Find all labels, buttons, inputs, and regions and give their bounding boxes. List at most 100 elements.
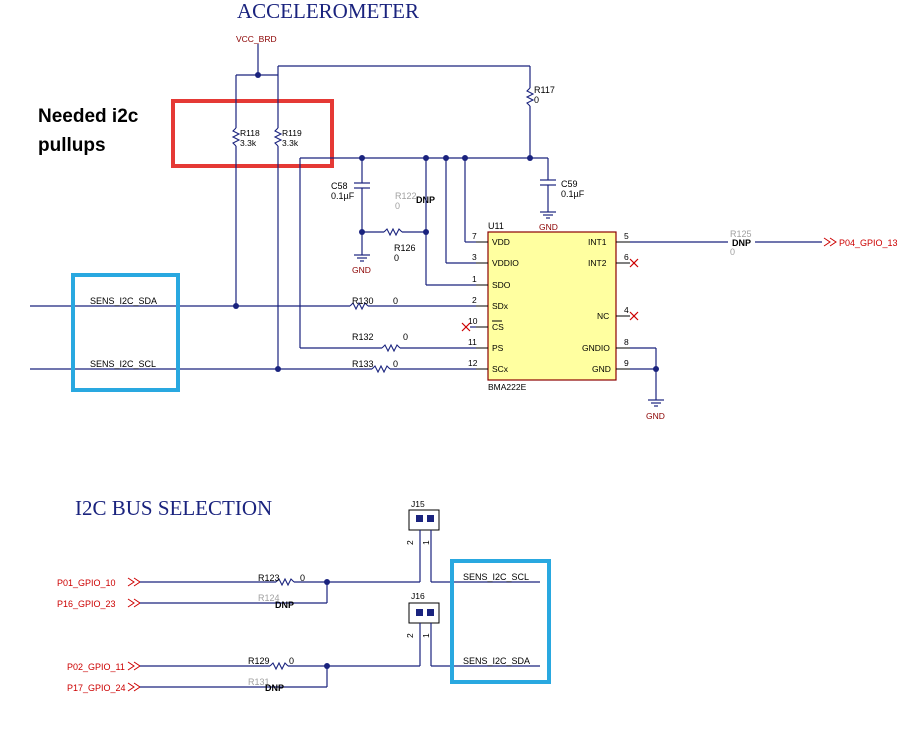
pin-name: SDx [492, 301, 509, 311]
r126-value: 0 [394, 253, 399, 263]
j16-pin1-label: 1 [421, 633, 431, 638]
j16-ref: J16 [411, 591, 425, 601]
j16-header [408, 602, 440, 624]
r133-value: 0 [393, 359, 398, 369]
net-label-sda: SENS_I2C_SDA [90, 296, 157, 306]
r132-value: 0 [403, 332, 408, 342]
r129-ref: R129 [248, 656, 270, 666]
pin-number: 9 [624, 358, 629, 368]
port-p04-gpio-13: P04_GPIO_13 [839, 238, 898, 248]
port-p17-gpio-24: P17_GPIO_24 [67, 683, 126, 693]
pin-number: 8 [624, 337, 629, 347]
gnd-label: GND [352, 265, 371, 275]
port-p16-gpio-23: P16_GPIO_23 [57, 599, 116, 609]
ground-symbol [647, 399, 665, 407]
r131-ref: R131 [248, 677, 270, 687]
r129-resistor [269, 662, 289, 670]
j16-pin2-label: 2 [405, 633, 415, 638]
r124-dnp-label: DNP [275, 600, 294, 610]
junction-dot [255, 72, 261, 78]
r117-resistor [526, 87, 534, 107]
r118-value: 3.3k [240, 138, 257, 148]
left-pins: 7 VDD 3 VDDIO 1 SDO 2 SDx 10 CS 11 PS 12… [468, 231, 519, 374]
r130-value: 0 [393, 296, 398, 306]
net-label-sda-bottom: SENS_I2C_SDA [463, 656, 530, 666]
port-arrow-icon [127, 682, 135, 692]
net-labels-highlight-box [71, 273, 180, 392]
r117-ref: R117 [534, 85, 555, 95]
r133-resistor [371, 365, 391, 373]
pin-number: 1 [472, 274, 477, 284]
port-arrow-icon [823, 237, 831, 247]
pin-name: VDDIO [492, 258, 519, 268]
pin-name: SDO [492, 280, 511, 290]
r118-resistor [232, 127, 240, 147]
r125-ref: R125 [730, 229, 752, 239]
gnd-label: GND [539, 222, 558, 232]
ground-symbol [353, 254, 371, 262]
r130-ref: R130 [352, 296, 374, 306]
junction-dot [275, 366, 281, 372]
r119-resistor [274, 127, 282, 147]
r122-ref: R122 [395, 191, 417, 201]
pin-number: 2 [472, 295, 477, 305]
u11-ref: U11 [488, 221, 504, 231]
i2c-bus-selection-title: I2C BUS SELECTION [75, 496, 272, 520]
accelerometer-title: ACCELEROMETER [237, 0, 419, 23]
j15-pin-2 [416, 515, 423, 522]
gnd-label: GND [646, 411, 665, 421]
j15-header [408, 509, 440, 531]
junction-dot [653, 366, 659, 372]
c58-value: 0.1µF [331, 191, 355, 201]
port-arrow-icon [127, 577, 135, 587]
r123-value: 0 [300, 573, 305, 583]
pin-name: PS [492, 343, 504, 353]
r132-ref: R132 [352, 332, 374, 342]
pullup-annotation-box [171, 99, 334, 168]
c59-ref: C59 [561, 179, 578, 189]
c58-ref: C58 [331, 181, 348, 191]
pin-number: 3 [472, 252, 477, 262]
r132-resistor [381, 344, 401, 352]
j15-ref: J15 [411, 499, 425, 509]
net-label-scl: SENS_I2C_SCL [90, 359, 156, 369]
r125-value: 0 [730, 247, 735, 257]
pin-name: SCx [492, 364, 509, 374]
junction-dot [233, 303, 239, 309]
j16-pin-1 [427, 609, 434, 616]
u11-part-number: BMA222E [488, 382, 527, 392]
r131-dnp-label: DNP [265, 683, 284, 693]
j15-pin1-label: 1 [421, 540, 431, 545]
r118-ref: R118 [240, 128, 260, 138]
right-pins: 5 INT1 6 INT2 4 NC 8 GNDIO 9 GND [582, 231, 630, 374]
annotation-line-2: pullups [38, 135, 106, 156]
pin-name: GND [592, 364, 611, 374]
pin-number: 6 [624, 252, 629, 262]
port-arrow-icon [127, 598, 135, 608]
port-arrow-icon [829, 237, 837, 247]
r123-ref: R123 [258, 573, 280, 583]
port-p01-gpio-10: P01_GPIO_10 [57, 578, 116, 588]
c59-value: 0.1µF [561, 189, 585, 199]
port-p02-gpio-11: P02_GPIO_11 [67, 662, 125, 672]
pin-name: NC [597, 311, 609, 321]
net-label-scl-bottom: SENS_I2C_SCL [463, 572, 529, 582]
r129-value: 0 [289, 656, 294, 666]
no-connect-markers [461, 258, 639, 332]
port-arrow-icon [127, 661, 135, 671]
pin-name: GNDIO [582, 343, 610, 353]
j15-pin2-label: 2 [405, 540, 415, 545]
pin-number: 5 [624, 231, 629, 241]
pin-name: CS [492, 322, 504, 332]
r124-ref: R124 [258, 593, 280, 603]
r126-resistor [383, 228, 403, 236]
vcc-brd-label: VCC_BRD [236, 34, 277, 44]
pin-number: 10 [468, 316, 478, 326]
pin-name: VDD [492, 237, 510, 247]
r122-value: 0 [395, 201, 400, 211]
pin-name: INT1 [588, 237, 607, 247]
j16-pin-2 [416, 609, 423, 616]
annotation-line-1: Needed i2c [38, 106, 139, 127]
r119-ref: R119 [282, 128, 302, 138]
